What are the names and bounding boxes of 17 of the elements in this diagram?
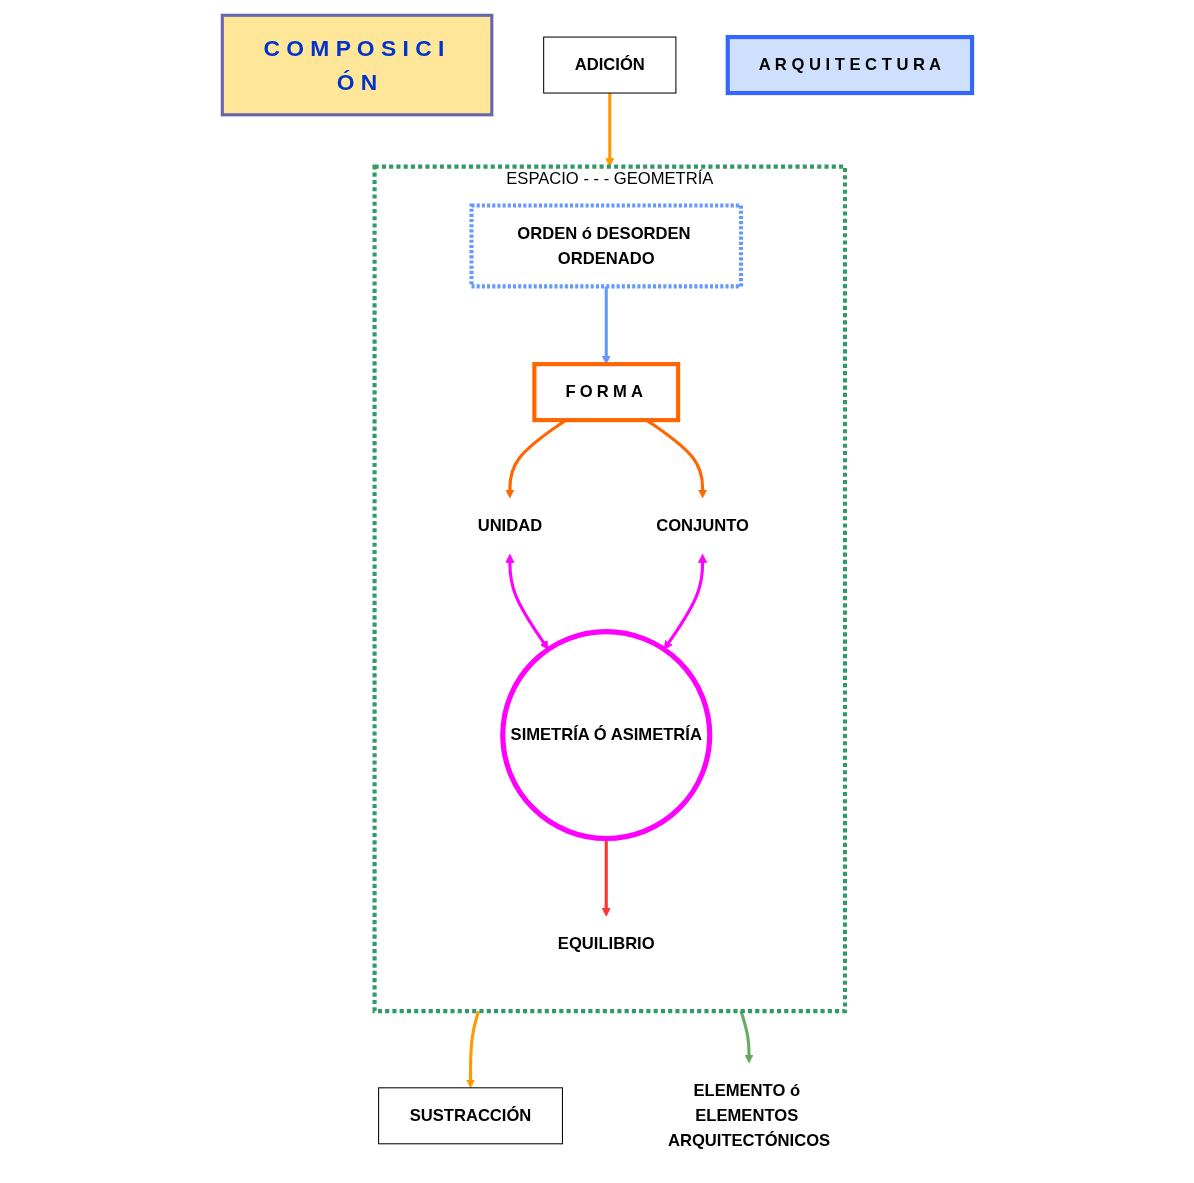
- arrow: [601, 838, 611, 917]
- node-text: ELEMENTO ó ELEMENTOS ARQUITECTÓNICOS: [667, 1081, 830, 1149]
- node-text: UNIDAD: [477, 516, 542, 534]
- node-box: C O M P O S I C I Ó N: [220, 13, 494, 116]
- arrow: [505, 553, 549, 650]
- node-box: ADICIÓN: [542, 36, 677, 94]
- arrow: [605, 92, 615, 167]
- node-circle: SIMETRÍA Ó ASIMETRÍA: [500, 628, 713, 841]
- arrow: [465, 1010, 480, 1088]
- node-text: CONJUNTO: [656, 516, 749, 534]
- arrow: [663, 553, 707, 650]
- node-box: A R Q U I T E C T U R A: [725, 34, 974, 95]
- node-box: SUSTRACCIÓN: [377, 1086, 563, 1144]
- arrow: [739, 1010, 754, 1063]
- node-box: FORMA: [532, 361, 680, 422]
- node-text: EQUILIBRIO: [557, 934, 655, 953]
- node-box: ORDEN ó DESORDEN ORDENADO: [469, 202, 743, 288]
